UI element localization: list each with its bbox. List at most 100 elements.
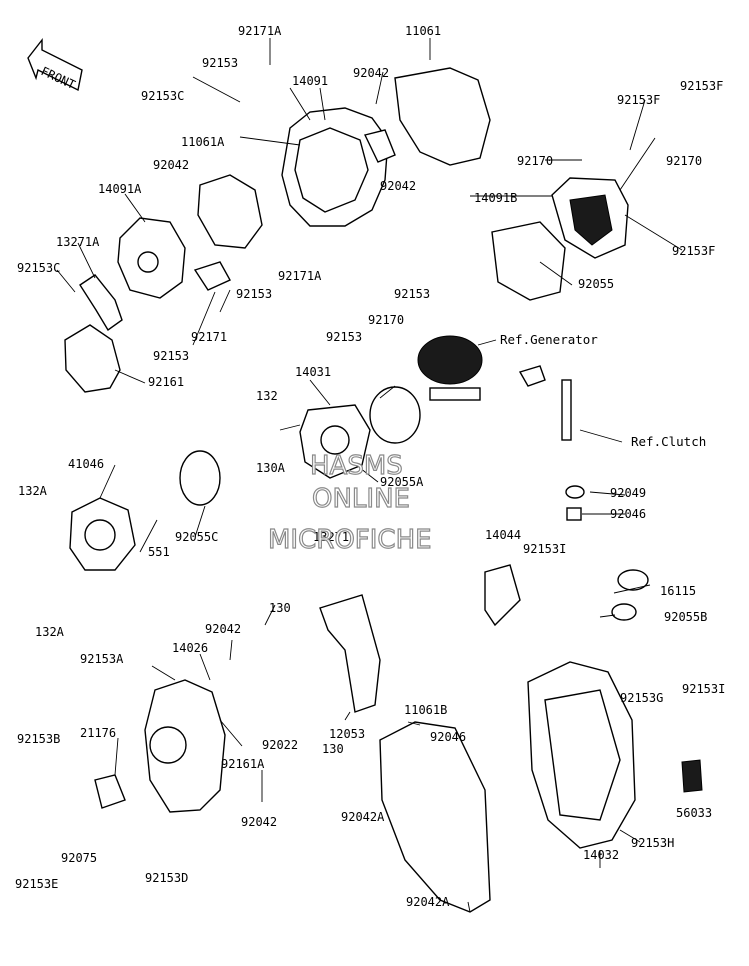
watermark-line-3: MICROFICHE xyxy=(268,525,432,555)
label-92046-2: 92046 xyxy=(430,730,466,744)
guide-92171[interactable] xyxy=(193,261,231,291)
ring-92049[interactable] xyxy=(565,485,585,499)
label-130A: 130A xyxy=(256,461,286,475)
label-13271: 13271 xyxy=(313,530,349,544)
label-92171A: 92171A xyxy=(238,24,282,38)
pump-41046[interactable] xyxy=(69,497,136,571)
label-14044: 14044 xyxy=(485,528,521,542)
label-92170: 92170 xyxy=(517,154,553,168)
label-92153-4: 92153 xyxy=(326,330,362,344)
label-92170-2: 92170 xyxy=(666,154,702,168)
label-92153H: 92153H xyxy=(631,836,674,850)
label-92042-2: 92042 xyxy=(153,158,189,172)
label-92153-5: 92153 xyxy=(153,349,189,363)
label-92153G: 92153G xyxy=(620,691,663,705)
cover-14026[interactable] xyxy=(144,679,226,813)
guard-12053[interactable] xyxy=(319,594,381,713)
gasket-11061B[interactable] xyxy=(379,721,491,913)
plate-56033[interactable] xyxy=(681,759,703,793)
label-92153F-2: 92153F xyxy=(617,93,660,107)
label-92075: 92075 xyxy=(61,851,97,865)
bracket-13271A[interactable] xyxy=(79,274,123,332)
cap-16115[interactable] xyxy=(617,569,649,591)
cover-14091B[interactable] xyxy=(551,177,629,259)
label-92171A-2: 92171A xyxy=(278,269,322,283)
cover-14091A[interactable] xyxy=(117,217,186,299)
label-92161: 92161 xyxy=(148,375,184,389)
label-92049: 92049 xyxy=(610,486,646,500)
oring-92055A[interactable] xyxy=(369,386,421,444)
label-14091A: 14091A xyxy=(98,182,142,196)
label-92055: 92055 xyxy=(578,277,614,291)
label-92153I: 92153I xyxy=(523,542,566,556)
label-92153A: 92153A xyxy=(80,652,124,666)
label-92042-3: 92042 xyxy=(380,179,416,193)
bush-92046[interactable] xyxy=(566,507,582,521)
gasket-11061[interactable] xyxy=(394,67,491,166)
ref-clutch: Ref.Clutch xyxy=(631,434,706,449)
label-13271A: 13271A xyxy=(56,235,100,249)
label-14031: 14031 xyxy=(295,365,331,379)
label-21176: 21176 xyxy=(80,726,116,740)
label-92042-4: 92042 xyxy=(205,622,241,636)
label-130-2: 130 xyxy=(322,742,344,756)
label-92153C-2: 92153C xyxy=(17,261,60,275)
label-92161A: 92161A xyxy=(221,757,265,771)
label-551: 551 xyxy=(148,545,170,559)
bracket-14044[interactable] xyxy=(484,564,521,627)
label-14032: 14032 xyxy=(583,848,619,862)
label-92055C: 92055C xyxy=(175,530,218,544)
label-132: 132 xyxy=(256,389,278,403)
sensor-21176[interactable] xyxy=(94,774,126,809)
label-92153D: 92153D xyxy=(145,871,188,885)
label-92055B: 92055B xyxy=(664,610,707,624)
label-14026: 14026 xyxy=(172,641,208,655)
label-56033: 56033 xyxy=(676,806,712,820)
clutch-rod[interactable] xyxy=(518,365,572,441)
label-14091B: 14091B xyxy=(474,191,517,205)
label-92153B: 92153B xyxy=(17,732,60,746)
label-92153I-2: 92153I xyxy=(682,682,725,696)
label-130: 130 xyxy=(269,601,291,615)
watermark-line-1: HASMS xyxy=(310,451,403,481)
label-92153F: 92153F xyxy=(680,79,723,93)
label-11061B: 11061B xyxy=(404,703,447,717)
cover-14032[interactable] xyxy=(527,661,636,849)
label-92153-2: 92153 xyxy=(236,287,272,301)
label-41046: 41046 xyxy=(68,457,104,471)
cover-14031[interactable] xyxy=(299,404,371,479)
gasket-11061A[interactable] xyxy=(197,174,263,249)
label-92042A: 92042A xyxy=(341,810,385,824)
label-92153E: 92153E xyxy=(15,877,58,891)
label-92046: 92046 xyxy=(610,507,646,521)
label-132A-2: 132A xyxy=(35,625,65,639)
label-92171: 92171 xyxy=(191,330,227,344)
generator-stator[interactable] xyxy=(417,335,483,401)
ref-generator: Ref.Generator xyxy=(500,332,598,347)
front-arrow-icon xyxy=(27,37,83,92)
label-92153-3: 92153 xyxy=(394,287,430,301)
label-92153F-3: 92153F xyxy=(672,244,715,258)
label-92153C: 92153C xyxy=(141,89,184,103)
label-92042: 92042 xyxy=(353,66,389,80)
label-92042-5: 92042 xyxy=(241,815,277,829)
label-16115: 16115 xyxy=(660,584,696,598)
label-92022: 92022 xyxy=(262,738,298,752)
label-11061A: 11061A xyxy=(181,135,225,149)
label-92042A-2: 92042A xyxy=(406,895,450,909)
label-132A: 132A xyxy=(18,484,48,498)
label-92170-3: 92170 xyxy=(368,313,404,327)
gasket-92055[interactable] xyxy=(491,221,566,301)
label-11061: 11061 xyxy=(405,24,441,38)
label-92055A: 92055A xyxy=(380,475,424,489)
cover-92161[interactable] xyxy=(64,324,121,393)
watermark-line-2: ONLINE xyxy=(312,484,410,514)
label-92153: 92153 xyxy=(202,56,238,70)
oring-92055B[interactable] xyxy=(611,603,637,621)
label-14091: 14091 xyxy=(292,74,328,88)
label-12053: 12053 xyxy=(329,727,365,741)
generator-cover-14091[interactable] xyxy=(281,107,396,227)
oring-92055C[interactable] xyxy=(179,450,221,506)
